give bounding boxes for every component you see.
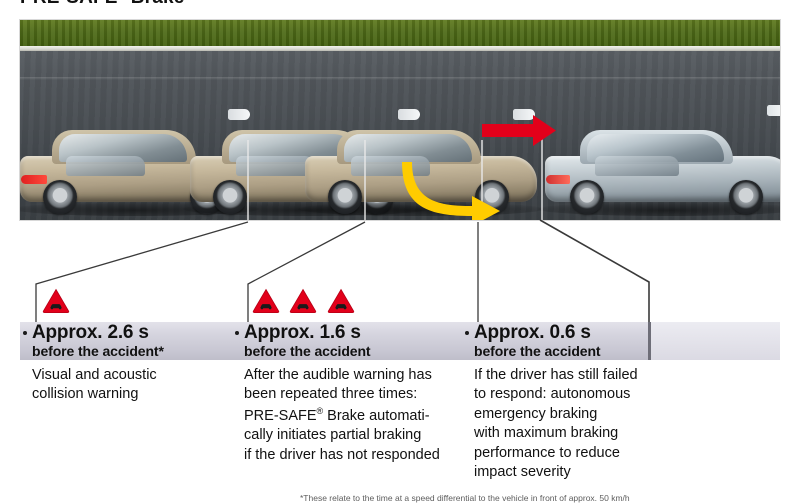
head-light-icon [767,105,780,116]
registered-mark-icon: ® [316,405,324,416]
timing-caption: before the accident [244,342,371,359]
description-text: If the driver has still failed to respon… [474,367,638,481]
tail-light-icon [546,175,570,184]
yellow-braking-arrow [402,162,500,220]
rear-wheel [328,180,363,214]
warning-icons-stage-1 [42,288,75,314]
collision-warning-triangle-icon [289,288,317,314]
scene-photo [20,20,780,220]
tail-light-icon [21,175,47,184]
page-title-post: Brake [125,0,185,8]
description-line-5: if the driver has not responded [244,446,440,463]
timing-heading-stage-2: Approx. 1.6 s before the accident [235,322,371,359]
timing-caption: before the accident* [32,342,164,359]
lead-car-silver [537,104,780,216]
head-light-icon [228,109,250,120]
presafe-wordmark: PRE-SAFE [244,407,317,424]
collision-warning-triangle-icon [327,288,355,314]
bullet-dot-icon [23,331,27,335]
collision-warning-triangle-icon [252,288,280,314]
head-light-icon [513,109,535,120]
timing-heading-stage-3: Approx. 0.6 s before the accident [465,322,601,359]
scene-overlay [247,115,556,220]
rear-wheel [569,180,604,214]
leader-line-stage-1 [35,221,249,322]
description-line-1: After the audible warning has [244,367,432,383]
bullet-dot-icon [235,331,239,335]
description-line-3-rest: Brake automati- [323,407,430,424]
description-text: Visual and acoustic collision warning [32,367,157,403]
collision-warning-triangle-icon [42,288,70,314]
leader-lines [35,219,650,335]
car-side-window [66,156,146,176]
rear-wheel [43,180,78,214]
page-title-pre: PRE-SAFE [20,0,118,8]
leader-line-end-marker [539,219,650,335]
description-line-3: PRE-SAFE® Brake automati- [244,405,469,426]
leader-line-stage-2 [247,221,366,322]
front-wheel [729,180,764,214]
car-side-window [594,156,679,176]
warning-icons-stage-2 [252,288,360,314]
timing-value: Approx. 0.6 s [474,322,591,343]
description-stage-1: Visual and acoustic collision warning [32,366,237,405]
red-impact-arrow [482,115,556,146]
timing-caption: before the accident [474,342,601,359]
timing-band-tail [651,322,780,360]
footnote: *These relate to the time at a speed dif… [300,493,630,503]
description-stage-2: After the audible warning has been repea… [244,366,469,465]
timing-band-main [20,322,648,360]
description-stage-3: If the driver has still failed to respon… [474,366,689,483]
rear-wheel [213,180,248,214]
timing-heading-stage-1: Approx. 2.6 s before the accident* [23,322,164,359]
head-light-icon [398,109,420,120]
description-line-4: cally initiates partial braking [244,427,422,444]
car-side-window [236,156,316,176]
description-line-2: been repeated three times: [244,386,418,403]
page-title: PRE-SAFE® Brake [20,0,185,9]
bullet-dot-icon [465,331,469,335]
timing-band-divider [648,322,651,360]
road-edge-line [20,46,780,51]
timing-band [20,322,780,360]
timing-value: Approx. 2.6 s [32,322,149,343]
grass-verge [20,20,780,46]
timing-value: Approx. 1.6 s [244,322,361,343]
